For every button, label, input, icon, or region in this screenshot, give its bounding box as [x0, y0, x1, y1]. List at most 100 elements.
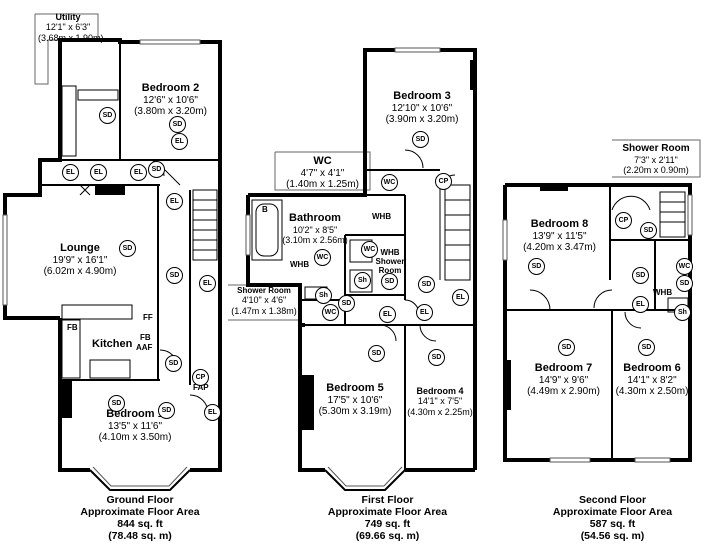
- wc-icon: WC: [322, 304, 339, 321]
- ground-floor-sqft: 844 sq. ft: [117, 518, 163, 531]
- smoke-detector-icon: SD: [676, 275, 693, 292]
- stair-curve: [611, 195, 651, 211]
- bath-label: B: [262, 205, 268, 214]
- emergency-light-icon: EL: [416, 304, 433, 321]
- emergency-light-icon: EL: [166, 193, 183, 210]
- smoke-detector-icon: SD: [640, 222, 657, 239]
- bedroom6-metric: (4.30m x 2.50m): [615, 386, 689, 398]
- ground-outer-wall-top: [58, 38, 222, 162]
- bedroom3-name: Bedroom 3: [393, 90, 451, 102]
- smoke-detector-icon: SD: [108, 395, 125, 412]
- aaf-label: AAF: [136, 343, 153, 352]
- utility-counter: [61, 85, 77, 157]
- carbon-panel-icon: CP: [615, 212, 632, 229]
- first-stairs: [444, 184, 471, 281]
- smoke-detector-icon: SD: [381, 273, 398, 290]
- ground-floor-sqm: (78.48 sq. m): [108, 530, 172, 543]
- bedroom3-chimney: [470, 60, 475, 90]
- fb-label: FB: [67, 323, 78, 332]
- second-floor-caption: Second Floor Approximate Floor Area 587 …: [530, 494, 695, 542]
- bedroom2-imperial: 12'6" x 10'6": [143, 94, 198, 106]
- shower-room1-label: Shower Room 4'10" x 4'6" (1.47m x 1.38m): [228, 286, 300, 316]
- smoke-detector-icon: SD: [638, 339, 655, 356]
- shower-room2-imperial: 7'3" x 2'11": [634, 154, 678, 165]
- door-swing: [419, 324, 437, 342]
- lounge-window: [2, 214, 8, 306]
- smoke-detector-icon: SD: [428, 349, 445, 366]
- second-floor-plan: [502, 139, 701, 463]
- bedroom2-metric: (3.80m x 3.20m): [134, 106, 207, 118]
- bathroom-name: Bathroom: [289, 212, 341, 224]
- smoke-detector-icon: SD: [368, 345, 385, 362]
- smoke-detector-icon: SD: [418, 276, 435, 293]
- shower-icon: Sh: [315, 287, 332, 304]
- wc-outline: [274, 151, 371, 191]
- smoke-detector-icon: SD: [169, 116, 186, 133]
- bedroom1-name: Bedroom 1: [106, 408, 164, 420]
- bathroom-imperial: 10'2" x 8'5": [292, 224, 338, 235]
- door-swing: [529, 289, 551, 311]
- carbon-panel-icon: CP: [435, 173, 452, 190]
- whb-shower-label: WHB Shower Room: [375, 248, 405, 276]
- smoke-detector-icon: SD: [99, 107, 116, 124]
- shower-room2-name: Shower Room: [622, 143, 690, 154]
- ground-floor-title: Ground Floor: [106, 494, 174, 506]
- first-stair-treads: [445, 199, 470, 261]
- kitchen-counter: [61, 319, 81, 379]
- kitchen-name: Kitchen: [92, 338, 133, 350]
- emergency-light-icon: EL: [130, 164, 147, 181]
- kitchen-counter: [61, 304, 133, 320]
- smoke-detector-icon: SD: [558, 339, 575, 356]
- bedroom4-metric: (4.30m x 2.25m): [407, 406, 473, 417]
- bedroom5-name: Bedroom 5: [326, 382, 384, 394]
- first-floor-caption: First Floor Approximate Floor Area 749 s…: [300, 494, 475, 542]
- wc-imperial: 4'7" x 4'1": [300, 167, 345, 179]
- whb-shower-line1: WHB: [380, 248, 400, 257]
- bedroom5-bay-glass: [327, 466, 403, 487]
- lounge-label: Lounge 19'9" x 16'1" (6.02m x 4.90m): [20, 242, 140, 278]
- shower-room1-metric: (1.47m x 1.38m): [231, 305, 297, 316]
- bedroom5-bay: [324, 469, 406, 491]
- smoke-detector-icon: SD: [528, 258, 545, 275]
- bedroom4-name: Bedroom 4: [416, 386, 464, 396]
- bedroom1-chimney: [60, 380, 72, 418]
- second-floor-area-label: Approximate Floor Area: [552, 506, 673, 519]
- utility-imperial: 12'1" x 6'3": [45, 22, 91, 33]
- first-floor-plan: [228, 47, 477, 491]
- second-stairs: [659, 191, 686, 238]
- bedroom7-label: Bedroom 7 14'9" x 9'6" (4.49m x 2.90m): [515, 362, 612, 398]
- bedroom2-window: [139, 39, 201, 45]
- bedroom8-window: [502, 219, 508, 261]
- utility-label: Utility 12'1" x 6'3" (3.68m x 1.90m): [38, 12, 104, 43]
- bedroom2-name: Bedroom 2: [141, 82, 200, 94]
- bedroom7-name: Bedroom 7: [534, 362, 593, 374]
- lounge-imperial: 19'9" x 16'1": [52, 254, 108, 266]
- second-floor-sqm: (54.56 sq. m): [580, 530, 645, 543]
- bedroom8-imperial: 13'9" x 11'5": [532, 230, 587, 242]
- utility-name: Utility: [55, 12, 81, 22]
- ff-label: FF: [143, 313, 153, 322]
- bedroom8-label: Bedroom 8 13'9" x 11'5" (4.20m x 3.47m): [512, 218, 607, 254]
- bedroom2-label: Bedroom 2 12'6" x 10'6" (3.80m x 3.20m): [123, 82, 218, 118]
- first-floor-area-label: Approximate Floor Area: [327, 506, 448, 519]
- smoke-detector-icon: SD: [338, 295, 355, 312]
- second-stair-treads: [660, 201, 685, 223]
- shower-icon: Sh: [674, 304, 691, 321]
- bedroom5-metric: (5.30m x 3.19m): [318, 406, 392, 418]
- emergency-light-icon: EL: [452, 289, 469, 306]
- bedroom8-name: Bedroom 8: [530, 218, 589, 230]
- emergency-light-icon: EL: [171, 133, 188, 150]
- door-swing: [79, 184, 91, 196]
- kitchen-hob: [89, 359, 131, 379]
- smoke-detector-icon: SD: [165, 355, 182, 372]
- whb-label-3: WHB: [653, 288, 673, 297]
- ground-stair-treads: [193, 199, 217, 251]
- bathroom-metric: (3.10m x 2.56m): [282, 234, 348, 245]
- wc-metric: (1.40m x 1.25m): [286, 179, 359, 191]
- wc-name: WC: [313, 155, 332, 167]
- bathroom-label: Bathroom 10'2" x 8'5" (3.10m x 2.56m): [280, 212, 350, 245]
- bedroom7-imperial: 14'9" x 9'6": [538, 374, 589, 386]
- smoke-detector-icon: SD: [412, 131, 429, 148]
- bedroom7-chimney: [505, 360, 511, 410]
